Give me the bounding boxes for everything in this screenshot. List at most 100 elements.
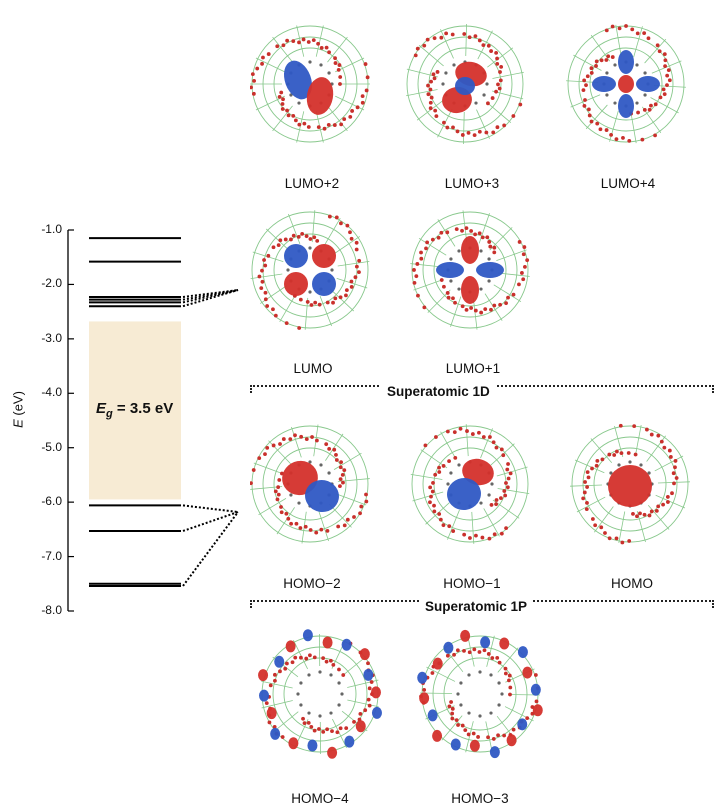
oxygen-atom	[642, 512, 647, 517]
oxygen-atom	[595, 121, 600, 126]
oxygen-atom	[257, 456, 262, 460]
metal-atom	[647, 471, 651, 475]
oxygen-atom	[359, 504, 364, 509]
oxygen-atom	[322, 126, 327, 131]
oxygen-atom	[337, 667, 341, 672]
orbital-lobe	[480, 636, 491, 649]
orbital-lobe	[506, 734, 517, 747]
oxygen-atom	[327, 50, 331, 55]
metal-atom	[457, 249, 461, 253]
orbital-lobe	[530, 683, 541, 696]
oxygen-atom	[353, 275, 358, 280]
oxygen-atom	[585, 74, 590, 79]
ligand-bond	[465, 24, 468, 57]
orbital-image-lumo3	[406, 24, 524, 144]
ligand-ring	[411, 425, 529, 543]
oxygen-atom	[449, 700, 453, 704]
metal-atom	[296, 692, 300, 696]
oxygen-atom	[250, 85, 253, 90]
oxygen-atom	[594, 463, 599, 468]
oxygen-atom	[525, 716, 530, 721]
ligand-bond	[426, 666, 456, 682]
oxygen-atom	[291, 39, 296, 44]
oxygen-atom	[324, 45, 329, 50]
orbital-lobe	[419, 692, 430, 705]
ligand-bond	[655, 494, 686, 509]
ligand-bond	[492, 71, 524, 79]
oxygen-atom	[631, 511, 635, 516]
oxygen-atom	[617, 26, 622, 31]
oxygen-atom	[486, 43, 491, 48]
oxygen-atom	[428, 500, 432, 505]
oxygen-atom	[534, 699, 539, 704]
oxygen-atom	[290, 660, 295, 665]
oxygen-atom	[612, 453, 617, 457]
oxygen-atom	[415, 262, 420, 266]
oxygen-atom	[460, 304, 465, 309]
oxygen-atom	[583, 480, 587, 484]
oxygen-atom	[332, 123, 337, 127]
ligand-bond	[609, 110, 619, 142]
metal-atom	[449, 257, 453, 261]
oxygen-atom	[439, 35, 444, 40]
ligand-bond	[496, 466, 528, 477]
orbital-model	[566, 24, 686, 144]
oxygen-atom	[332, 447, 337, 452]
oxygen-atom	[481, 435, 486, 439]
oxygen-atom	[419, 256, 424, 261]
oxygen-atom	[476, 735, 480, 739]
orbital-lobe	[450, 738, 461, 751]
orbital-model	[410, 210, 530, 330]
oxygen-atom	[494, 89, 498, 94]
oxygen-atom	[511, 292, 516, 297]
orbital-lobe	[302, 629, 313, 642]
oxygen-atom	[425, 37, 430, 42]
y-tick-label: -7.0	[41, 548, 62, 563]
ligand-bond	[497, 488, 530, 495]
oxygen-atom	[301, 716, 305, 721]
band-gap-value: = 3.5 eV	[112, 400, 174, 417]
oxygen-atom	[348, 230, 352, 235]
oxygen-atom	[303, 524, 308, 529]
oxygen-atom	[271, 443, 276, 448]
oxygen-atom	[604, 128, 609, 132]
oxygen-atom	[662, 445, 667, 450]
oxygen-atom	[593, 523, 598, 528]
ligand-bond	[410, 263, 443, 268]
oxygen-atom	[590, 466, 594, 471]
oxygen-atom	[487, 536, 492, 541]
oxygen-atom	[276, 492, 281, 497]
orbital-image-homo4	[258, 629, 382, 759]
band-gap-region	[89, 321, 181, 500]
oxygen-atom	[477, 650, 482, 654]
oxygen-atom	[280, 107, 285, 111]
oxygen-atom	[665, 83, 669, 88]
oxygen-atom	[647, 107, 652, 112]
oxygen-atom	[314, 438, 319, 443]
ligand-bond	[487, 47, 514, 68]
ligand-bond	[293, 640, 308, 670]
oxygen-atom	[477, 231, 482, 236]
oxygen-atom	[339, 460, 343, 465]
oxygen-atom	[642, 31, 647, 36]
oxygen-atom	[582, 78, 587, 83]
ligand-bond	[416, 100, 443, 121]
oxygen-atom	[428, 87, 433, 92]
oxygen-atom	[310, 435, 314, 439]
orbital-lobe	[355, 720, 366, 733]
oxygen-atom	[264, 701, 269, 706]
oxygen-atom	[646, 36, 651, 41]
oxygen-atom	[432, 76, 437, 81]
oxygen-atom	[471, 731, 476, 736]
oxygen-atom	[263, 290, 268, 295]
oxygen-atom	[312, 655, 317, 660]
metal-atom	[479, 287, 483, 291]
oxygen-atom	[446, 295, 451, 300]
oxygen-atom	[281, 43, 286, 48]
oxygen-atom	[441, 523, 446, 528]
oxygen-atom	[496, 733, 500, 738]
oxygen-atom	[326, 123, 331, 127]
ligand-ring	[432, 646, 528, 742]
orbital-lobe	[461, 276, 479, 304]
oxygen-atom	[317, 727, 321, 731]
